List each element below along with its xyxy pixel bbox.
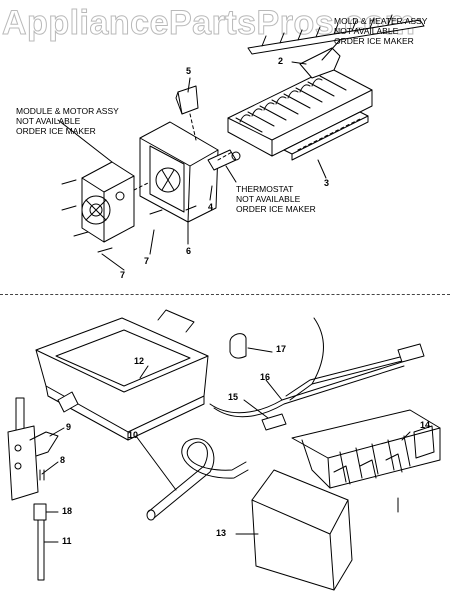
ice-maker-assembly	[291, 409, 441, 513]
mold-heater-label-line1: MOLD & HEATER ASSY	[334, 16, 428, 26]
callout-3: 3	[324, 178, 330, 188]
bracket-part	[175, 85, 199, 115]
screws	[61, 179, 197, 253]
fill-tube-assembly	[7, 391, 79, 581]
callout-7b: 7	[120, 270, 126, 280]
thermostat-part	[207, 149, 241, 171]
module-motor-label: MODULE & MOTOR ASSY NOT AVAILABLE ORDER …	[16, 106, 119, 136]
ejector-shaft	[247, 14, 425, 79]
mold-heater-label: MOLD & HEATER ASSY NOT AVAILABLE ORDER I…	[334, 16, 427, 46]
module-motor-assembly	[81, 161, 135, 243]
callout-14: 14	[420, 420, 431, 430]
callout-10: 10	[128, 430, 139, 440]
callout-12: 12	[134, 356, 145, 366]
callout-11: 11	[62, 536, 72, 546]
module-motor-label-line1: MODULE & MOTOR ASSY	[16, 106, 119, 116]
mold-heater-assembly	[227, 67, 373, 161]
leader-lines-lower	[41, 347, 411, 543]
fill-tube	[146, 438, 249, 521]
assembly-guides	[133, 113, 233, 191]
callout-2: 2	[278, 56, 284, 66]
ice-bucket	[35, 309, 209, 441]
callout-16: 16	[260, 372, 271, 382]
thermostat-label-line1: THERMOSTAT	[236, 184, 294, 194]
thermostat-label-line2: NOT AVAILABLE	[236, 194, 301, 204]
module-motor-label-line3: ORDER ICE MAKER	[16, 126, 96, 136]
callout-7a: 7	[144, 256, 150, 266]
callout-15: 15	[228, 392, 239, 402]
callout-4: 4	[208, 202, 214, 212]
callout-5: 5	[186, 66, 192, 76]
mold-heater-label-line2: NOT AVAILABLE	[334, 26, 399, 36]
mold-heater-label-line3: ORDER ICE MAKER	[334, 36, 414, 46]
section-divider	[0, 294, 450, 295]
callout-13: 13	[216, 528, 227, 538]
thermostat-label-line3: ORDER ICE MAKER	[236, 204, 316, 214]
module-motor-label-line2: NOT AVAILABLE	[16, 116, 81, 126]
callout-18: 18	[62, 506, 73, 516]
callout-17: 17	[276, 344, 287, 354]
ice-maker-cover	[251, 469, 353, 591]
motor-housing	[139, 121, 219, 223]
thermostat-label: THERMOSTAT NOT AVAILABLE ORDER ICE MAKER	[236, 184, 316, 214]
callout-9: 9	[66, 422, 72, 432]
leader-lines-upper	[57, 39, 341, 271]
callout-8: 8	[60, 455, 66, 465]
wire-clip	[229, 333, 247, 359]
callout-6: 6	[186, 246, 192, 256]
